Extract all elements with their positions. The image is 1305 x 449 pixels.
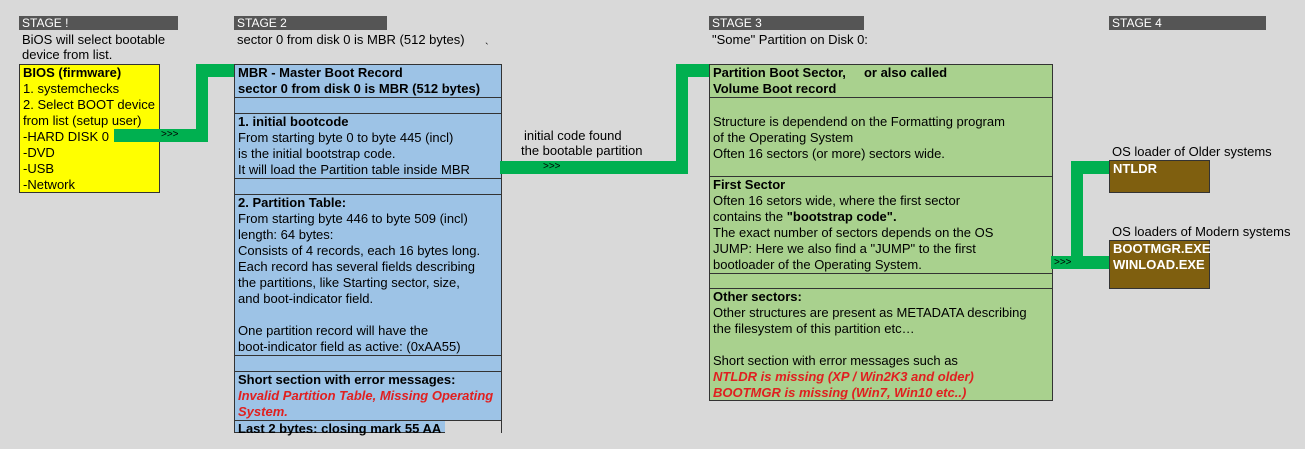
modern-loaders-box: BOOTMGR.EXE WINLOAD.EXE <box>1109 240 1211 289</box>
connector-bios-to-mbr <box>196 64 234 77</box>
first-sector-line: contains the "bootstrap code". <box>710 209 1052 225</box>
first-sector-line: bootloader of the Operating System. <box>713 257 922 272</box>
connector-mbr-to-partition <box>676 64 688 174</box>
mbr-errors-title: Short section with error messages: <box>238 372 456 387</box>
partition-title: Partition Boot Sector, or also called <box>713 65 948 80</box>
mbr-title: MBR - Master Boot Record <box>238 65 403 80</box>
bios-line: 2. Select BOOT device <box>23 97 155 112</box>
first-sector-line: Often 16 setors wide, where the first se… <box>713 193 961 208</box>
ntldr-box: NTLDR <box>1109 160 1210 193</box>
mbr-error-message: System. <box>238 404 288 419</box>
arrow-label: >>> <box>1054 257 1072 268</box>
ptable-line: boot-indicator field as active: (0xAA55) <box>238 339 461 354</box>
bios-box: BIOS (firmware) 1. systemchecks 2. Selec… <box>19 64 160 193</box>
ptable-line: and boot-indicator field. <box>238 291 374 306</box>
mbr-spacer <box>235 98 501 114</box>
other-sectors-title: Other sectors: <box>713 289 802 304</box>
winload-label: WINLOAD.EXE <box>1113 257 1205 272</box>
bios-line: -DVD <box>23 145 55 160</box>
structure-line: of the Operating System <box>713 130 854 145</box>
other-sectors-line: Short section with error messages such a… <box>713 353 958 368</box>
first-sector-line: The exact number of sectors depends on t… <box>713 225 994 240</box>
bios-line: 1. systemchecks <box>23 81 120 96</box>
connector-bios-to-mbr <box>196 64 208 142</box>
ptable-line: the partitions, like Starting sector, si… <box>238 275 460 290</box>
bootcode-line: From starting byte 0 to byte 445 (incl) <box>238 130 454 145</box>
bootcode-line: It will load the Partition table inside … <box>238 162 470 177</box>
arrow-label: >>> <box>543 161 561 172</box>
ptable-line: length: 64 bytes: <box>238 227 334 242</box>
mbr-title-section: MBR - Master Boot Record sector 0 from d… <box>235 65 501 98</box>
first-sector-title: First Sector <box>713 177 786 192</box>
ptable-title: 2. Partition Table: <box>238 195 347 210</box>
mbr-subtitle: sector 0 from disk 0 is MBR (512 bytes) <box>238 81 481 96</box>
bootmgr-label: BOOTMGR.EXE <box>1113 241 1211 256</box>
mbr-box: MBR - Master Boot Record sector 0 from d… <box>234 64 502 438</box>
partition-box: Partition Boot Sector, or also called Vo… <box>709 64 1053 401</box>
ptable-line: From starting byte 446 to byte 509 (incl… <box>238 211 468 226</box>
stage1-header: STAGE ! <box>19 16 178 30</box>
connector-mbr-to-partition <box>500 161 688 174</box>
stage1-desc-line: BiOS will select bootable <box>22 32 166 47</box>
stage2-description: sector 0 from disk 0 is MBR (512 bytes) <box>237 32 465 47</box>
mbr-bootcode-section: 1. initial bootcode From starting byte 0… <box>235 114 501 179</box>
bios-line: -Network <box>23 177 76 192</box>
bootstrap-code-text: "bootstrap code". <box>786 209 897 224</box>
bootcode-line: is the initial bootstrap code. <box>238 146 396 161</box>
arrow-label: >>> <box>161 129 179 140</box>
stray-tick: ` <box>485 42 489 54</box>
mbr-error-message: Invalid Partition Table, Missing Operati… <box>238 388 494 403</box>
ptable-line: Each record has several fields describin… <box>238 259 476 274</box>
other-sectors-section: Other sectors: Other structures are pres… <box>710 289 1052 401</box>
stage1-desc-line: device from list. <box>22 47 113 62</box>
older-loader-label: OS loader of Older systems <box>1112 144 1272 159</box>
stage3-description: "Some" Partition on Disk 0: <box>712 32 868 47</box>
structure-line <box>710 98 1052 114</box>
bootcode-title: 1. initial bootcode <box>238 114 349 129</box>
mbr-spacer <box>235 179 501 195</box>
other-sectors-line <box>710 337 1052 353</box>
connector-bios-to-mbr <box>114 129 198 142</box>
structure-line: Structure is dependend on the Formatting… <box>713 114 1005 129</box>
partition-error-message: NTLDR is missing (XP / Win2K3 and older) <box>713 369 974 384</box>
bios-line: -HARD DISK 0 <box>23 129 109 144</box>
connector-mbr-to-partition <box>676 64 710 77</box>
connector-label-line: initial code found <box>524 128 622 143</box>
connector-partition-to-loaders <box>1071 161 1083 269</box>
stage1-description: BiOS will select bootable device from li… <box>19 32 165 62</box>
connector-label-line: the bootable partition <box>521 143 643 158</box>
stage3-header: STAGE 3 <box>709 16 864 30</box>
partition-spacer <box>710 274 1052 289</box>
mbr-spacer <box>235 356 501 372</box>
bios-line: -USB <box>23 161 55 176</box>
mbr-errors-section: Short section with error messages: Inval… <box>235 372 501 421</box>
other-sectors-line: Other structures are present as METADATA… <box>713 305 1027 320</box>
first-sector-line: JUMP: Here we also find a "JUMP" to the … <box>713 241 976 256</box>
stage2-header: STAGE 2 <box>234 16 387 30</box>
bios-line: from list (setup user) <box>23 113 142 128</box>
ptable-line: Consists of 4 records, each 16 bytes lon… <box>238 243 481 258</box>
mbr-last-bytes-section: Last 2 bytes: closing mark 55 AA <box>235 421 501 438</box>
mbr-last-bytes: Last 2 bytes: closing mark 55 AA <box>238 421 442 436</box>
ptable-line: One partition record will have the <box>238 323 429 338</box>
partition-structure-section: Structure is dependend on the Formatting… <box>710 98 1052 177</box>
connector-label: initial code found the bootable partitio… <box>521 128 642 158</box>
connector-partition-to-loaders <box>1071 161 1110 174</box>
bios-title: BIOS (firmware) <box>23 65 122 80</box>
ptable-line <box>235 307 501 323</box>
modern-loader-label: OS loaders of Modern systems <box>1112 224 1291 239</box>
stage4-header: STAGE 4 <box>1109 16 1266 30</box>
partition-error-message: BOOTMGR is missing (Win7, Win10 etc..) <box>713 385 967 400</box>
partition-title-section: Partition Boot Sector, or also called Vo… <box>710 65 1052 98</box>
partition-subtitle: Volume Boot record <box>713 81 837 96</box>
structure-line: Often 16 sectors (or more) sectors wide. <box>713 146 945 161</box>
other-sectors-line: the filesystem of this partition etc… <box>713 321 915 336</box>
mbr-gray-cell <box>445 421 501 438</box>
first-sector-section: First Sector Often 16 setors wide, where… <box>710 177 1052 274</box>
mbr-partition-table-section: 2. Partition Table: From starting byte 4… <box>235 195 501 356</box>
ntldr-label: NTLDR <box>1113 161 1158 176</box>
first-sector-text: contains the <box>713 209 787 224</box>
